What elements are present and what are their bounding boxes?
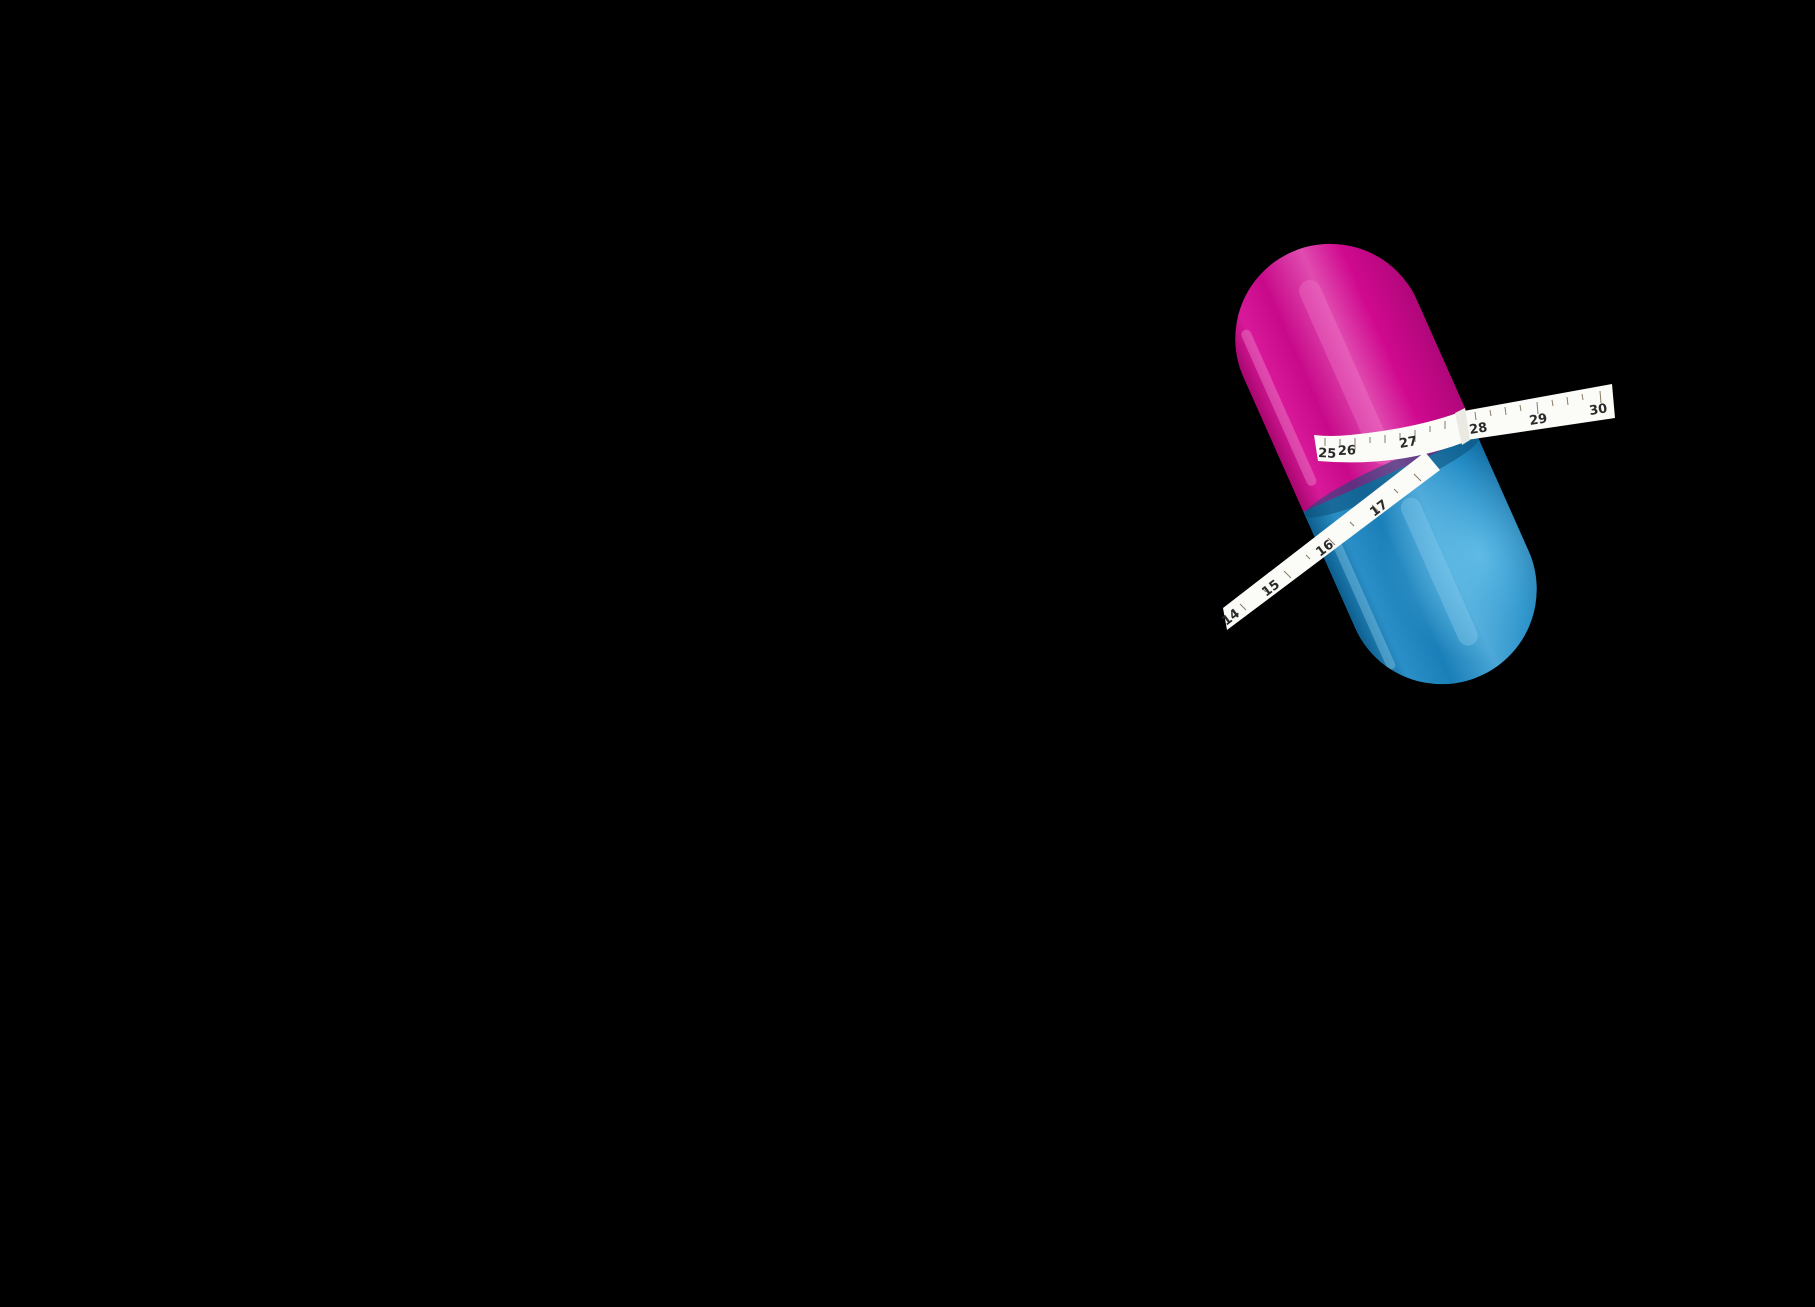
tape-number: 28 <box>1468 420 1488 438</box>
tape-number: 30 <box>1588 401 1608 419</box>
tape-number: 29 <box>1528 411 1548 429</box>
tape-number: 27 <box>1398 434 1418 452</box>
capsule <box>1204 213 1568 715</box>
tape-number: 26 <box>1338 443 1357 459</box>
measuring-tape: 25 26 27 28 29 30 14 15 16 17 <box>1219 384 1615 630</box>
tape-number: 25 <box>1318 446 1337 462</box>
tape-band <box>1314 410 1470 463</box>
tape-right-strand <box>1458 384 1615 441</box>
